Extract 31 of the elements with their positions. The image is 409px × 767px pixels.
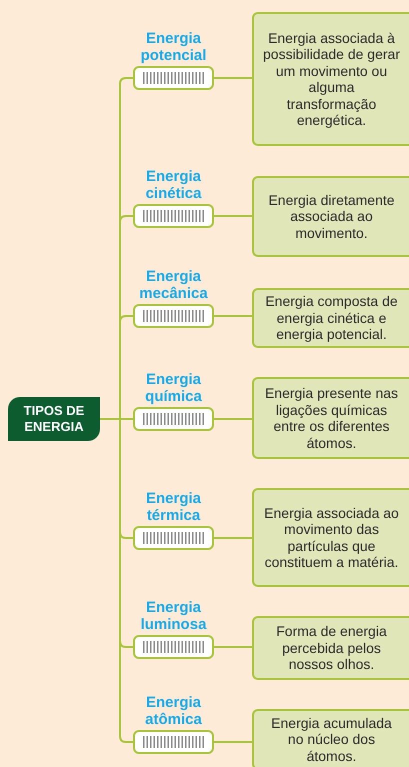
topic-box	[8, 397, 100, 441]
connector-line	[214, 215, 252, 217]
connector-line	[214, 741, 252, 743]
connector-line	[100, 418, 133, 743]
energy-type-label: Energia cinética	[144, 168, 202, 202]
description-box	[252, 616, 409, 680]
description-box	[252, 377, 409, 459]
energy-type-label: Energia potencial	[140, 30, 208, 64]
connector-line	[214, 537, 252, 539]
description-box	[252, 176, 409, 257]
connector-line	[214, 646, 252, 648]
description-text: Energia associada à possibilidade de gerar um movimento ou alguma transformação energética.	[262, 30, 400, 128]
description-text: Energia associada ao movimento das partículas que constituem a matéria.	[263, 504, 400, 570]
description-box	[252, 709, 409, 767]
energy-type-label: Energia térmica	[144, 490, 202, 524]
description-text: Energia diretamente associada ao movimento.	[267, 192, 396, 242]
description-box	[252, 12, 409, 146]
connector-line	[214, 315, 252, 317]
energy-type-label: Energia química	[144, 371, 203, 405]
connector-line	[214, 77, 252, 79]
energy-type-label: Energia mecânica	[138, 268, 209, 302]
energy-type-label: Energia atômica	[144, 694, 203, 728]
description-text: Forma de energia percebida pelos nossos olhos.	[275, 623, 388, 673]
description-box	[252, 488, 409, 587]
description-text: Energia acumulada no núcleo dos átomos.	[270, 714, 393, 764]
energy-type-label: Energia luminosa	[140, 599, 208, 633]
description-text: Energia composta de energia cinética e energia potencial.	[264, 293, 399, 343]
description-text: Energia presente nas ligações químicas entre os diferentes átomos.	[264, 385, 400, 451]
topic-label: TIPOS DE ENERGIA	[22, 403, 86, 435]
description-box	[252, 288, 409, 348]
connector-line	[214, 418, 252, 420]
